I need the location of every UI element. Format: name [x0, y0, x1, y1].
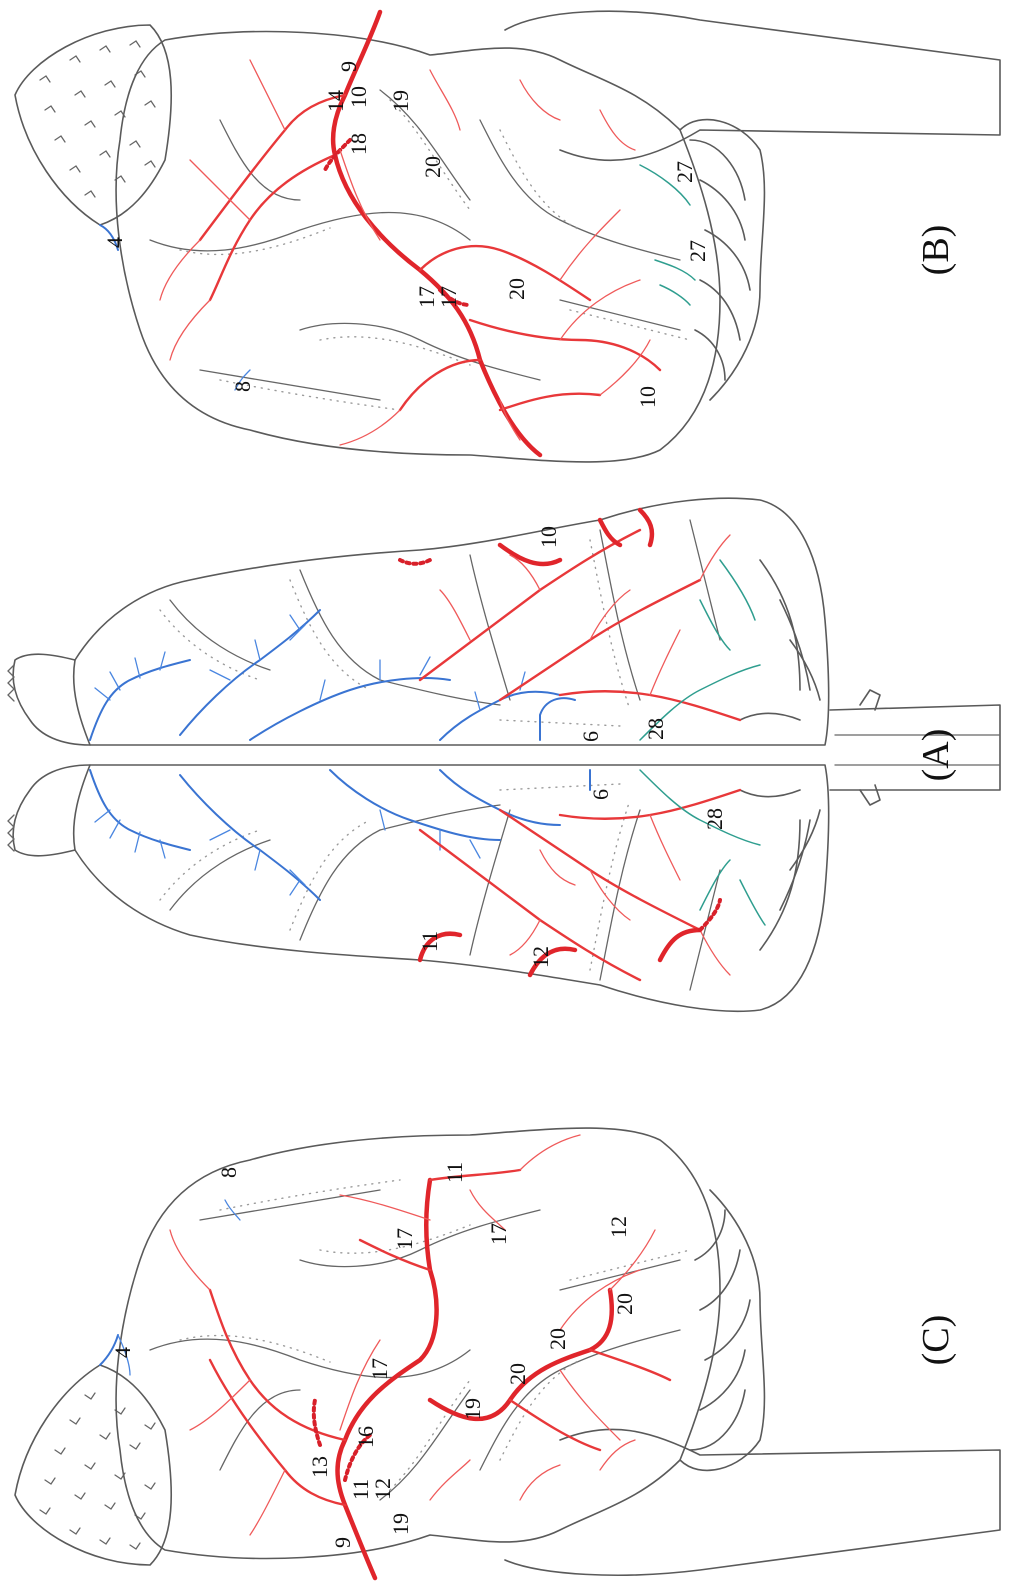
c-num-20-b: 20 [545, 1328, 570, 1350]
c-num-4: 4 [110, 1347, 135, 1358]
a-num-6-bottom: 6 [588, 789, 613, 800]
a-stipple [159, 539, 631, 971]
c-stipple [179, 1179, 691, 1491]
a-numbers: 6 6 28 28 10 11 12 [417, 526, 727, 968]
c-panel-label: (C) [915, 1315, 957, 1366]
b-num-20-b: 20 [504, 278, 529, 300]
a-teal-vessels [639, 559, 766, 926]
c-num-20-a: 20 [612, 1293, 637, 1315]
panel-a: 6 6 28 28 10 11 12 (A) [7, 497, 1001, 1013]
c-olfactory-bulb [14, 1364, 173, 1566]
c-num-9: 9 [330, 1537, 355, 1548]
c-hemisphere [115, 1127, 721, 1560]
a-cerebellum [739, 559, 821, 951]
c-arteries [169, 1134, 672, 1581]
b-num-10-b: 10 [635, 386, 660, 408]
b-num-17-a: 17 [414, 286, 439, 308]
panel-c: 8 11 17 17 12 4 20 20 20 17 16 19 13 11 … [14, 1127, 1001, 1581]
a-olfactory-bulb-bottom [12, 764, 91, 857]
a-olfactory-bulb-top [12, 653, 91, 746]
b-num-20-a: 20 [420, 156, 445, 178]
a-blue-vessels [89, 609, 591, 901]
c-num-8: 8 [216, 1167, 241, 1178]
a-num-10: 10 [536, 526, 561, 548]
b-num-14: 14 [323, 90, 348, 112]
c-brainstem [504, 1428, 1001, 1576]
b-num-19: 19 [388, 90, 413, 112]
b-num-18: 18 [346, 133, 371, 155]
c-num-17-b: 17 [486, 1223, 511, 1245]
b-teal-vessels [639, 164, 696, 306]
c-num-19-b: 19 [388, 1513, 413, 1535]
c-num-12-b: 12 [370, 1478, 395, 1500]
b-num-27-a: 27 [672, 161, 697, 183]
b-blue-vessels [99, 224, 251, 391]
a-num-12: 12 [528, 946, 553, 968]
b-num-9: 9 [336, 61, 361, 72]
a-num-6-top: 6 [578, 731, 603, 742]
a-sulci [169, 519, 721, 991]
c-num-17-a: 17 [392, 1228, 417, 1250]
c-blue-vessels [99, 1199, 241, 1376]
c-num-19-a: 19 [460, 1398, 485, 1420]
b-arteries [159, 9, 662, 458]
b-hemisphere [115, 30, 721, 463]
a-hemisphere-bottom [72, 764, 830, 1013]
c-num-11-a: 11 [442, 1162, 467, 1183]
a-num-28-bottom: 28 [702, 808, 727, 830]
c-numbers: 8 11 17 17 12 4 20 20 20 17 16 19 13 11 … [110, 1162, 637, 1548]
a-panel-label: (A) [915, 729, 957, 782]
b-cerebellum [679, 118, 766, 401]
c-num-12-a: 12 [606, 1216, 631, 1238]
a-num-28-top: 28 [643, 718, 668, 740]
b-sulci [149, 89, 681, 401]
c-bulb-texture [39, 1392, 156, 1550]
c-num-11-b: 11 [348, 1479, 373, 1500]
b-num-10: 10 [346, 86, 371, 108]
a-num-11: 11 [417, 931, 442, 952]
b-num-27-b: 27 [685, 240, 710, 262]
panel-b: 9 10 14 19 18 20 4 17 17 20 27 27 8 10 (… [14, 9, 1001, 463]
c-cerebellum [679, 1189, 766, 1472]
b-olfactory-bulb [14, 24, 173, 226]
b-stipple [179, 99, 691, 411]
c-num-13: 13 [307, 1456, 332, 1478]
a-arteries [398, 507, 742, 982]
c-num-17-c: 17 [367, 1358, 392, 1380]
b-num-4: 4 [102, 237, 127, 248]
c-num-20-c: 20 [505, 1363, 530, 1385]
b-num-17-b: 17 [436, 286, 461, 308]
b-num-8: 8 [230, 381, 255, 392]
b-numbers: 9 10 14 19 18 20 4 17 17 20 27 27 8 10 [102, 61, 710, 408]
b-brainstem [504, 10, 1001, 162]
c-num-16: 16 [353, 1426, 378, 1448]
b-panel-label: (B) [915, 225, 957, 276]
a-brainstem [829, 704, 1001, 791]
b-bulb-texture [39, 40, 156, 198]
